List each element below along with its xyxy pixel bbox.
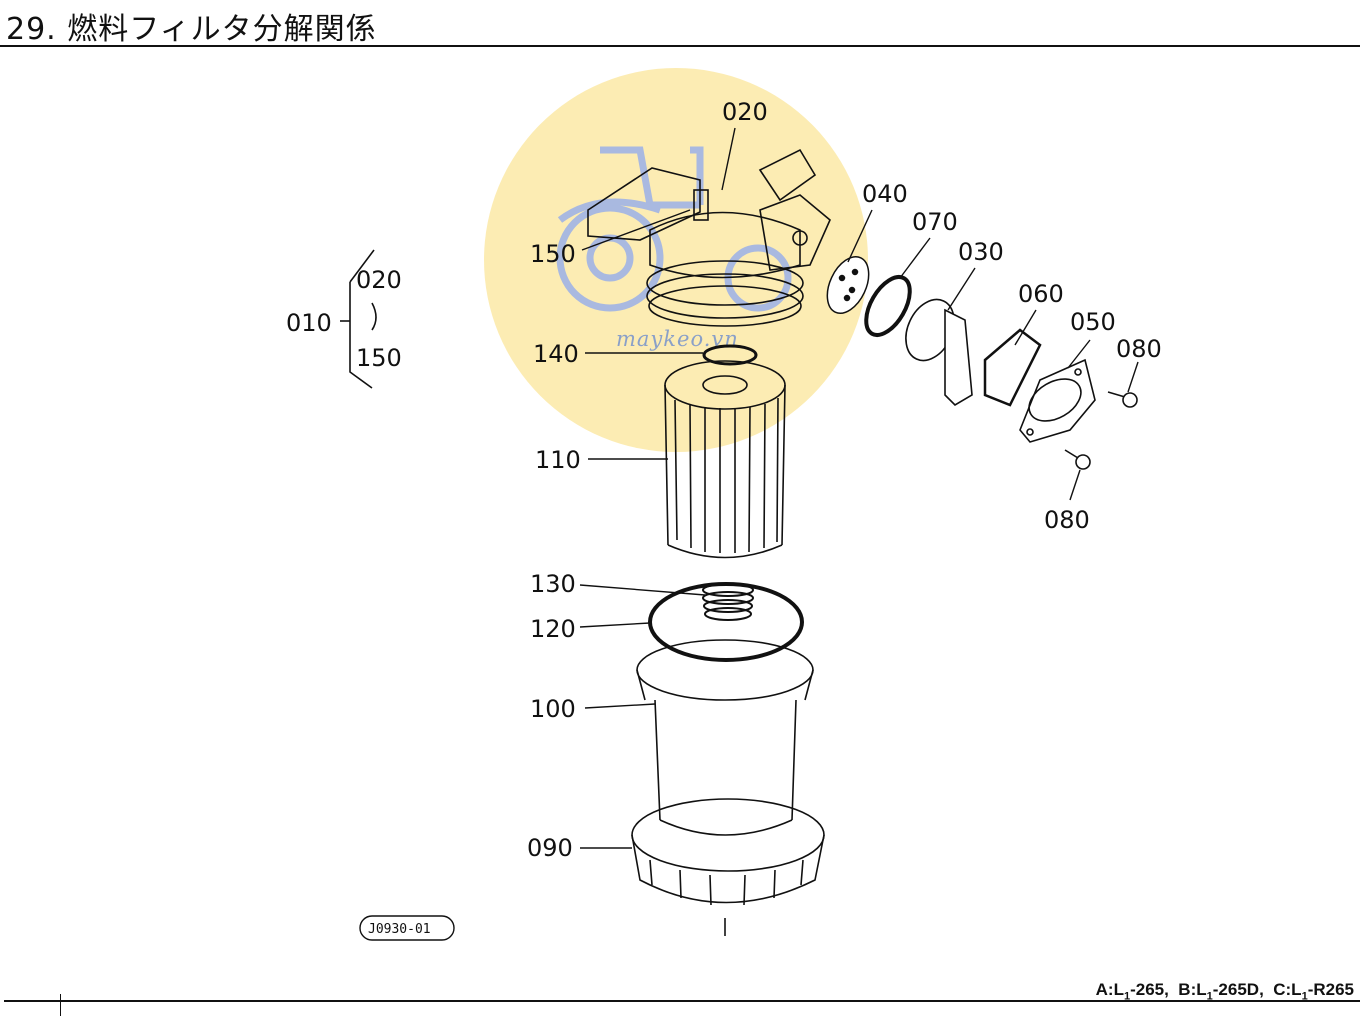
assembly-parent-label: 010	[286, 309, 332, 337]
model-b: B:L1-265D	[1178, 980, 1260, 1003]
oring-140	[702, 344, 758, 366]
oring-120	[648, 582, 804, 662]
part-label-120: 120	[530, 615, 576, 643]
spring-130	[702, 583, 754, 621]
screw-080-upper	[1107, 391, 1138, 408]
part-label-070: 070	[912, 208, 958, 236]
gasket-060	[983, 328, 1042, 407]
part-label-090: 090	[527, 834, 573, 862]
figure-code: J0930-01	[368, 922, 431, 937]
model-c: C:L1-R265	[1273, 980, 1354, 1003]
screw-080-lower	[1064, 449, 1091, 470]
assembly-bracket	[340, 249, 377, 389]
figure-code-frame	[359, 915, 455, 941]
page-title: 29. 燃料フィルタ分解関係	[6, 12, 377, 47]
part-label-080-upper: 080	[1116, 335, 1162, 363]
assembly-child-top-label: 020	[356, 266, 402, 294]
part-label-060: 060	[1018, 280, 1064, 308]
part-label-080-lower: 080	[1044, 506, 1090, 534]
footer-tick	[60, 994, 61, 1016]
part-label-030: 030	[958, 238, 1004, 266]
title-underline	[0, 45, 1360, 47]
model-applicability: A:L1-265, B:L1-265D, C:L1-R265	[1095, 980, 1354, 1003]
leader-lines	[579, 127, 1139, 849]
filter-head	[587, 148, 831, 327]
bowl-100	[636, 639, 814, 836]
part-label-040: 040	[862, 180, 908, 208]
oring-070	[864, 275, 912, 337]
part-label-110: 110	[535, 446, 581, 474]
model-a: A:L1-265	[1095, 980, 1165, 1003]
gasket-040	[826, 256, 870, 314]
part-label-100: 100	[530, 695, 576, 723]
ringnut-090	[631, 798, 825, 906]
filter-element-110	[664, 360, 786, 559]
footer-rule	[4, 1000, 1360, 1002]
plate-050	[1019, 358, 1096, 443]
cock-030	[905, 298, 973, 407]
part-label-130: 130	[530, 570, 576, 598]
part-label-050: 050	[1070, 308, 1116, 336]
part-label-020: 020	[722, 98, 768, 126]
assembly-child-bottom-label: 150	[356, 344, 402, 372]
part-label-140: 140	[533, 340, 579, 368]
part-label-150: 150	[530, 240, 576, 268]
